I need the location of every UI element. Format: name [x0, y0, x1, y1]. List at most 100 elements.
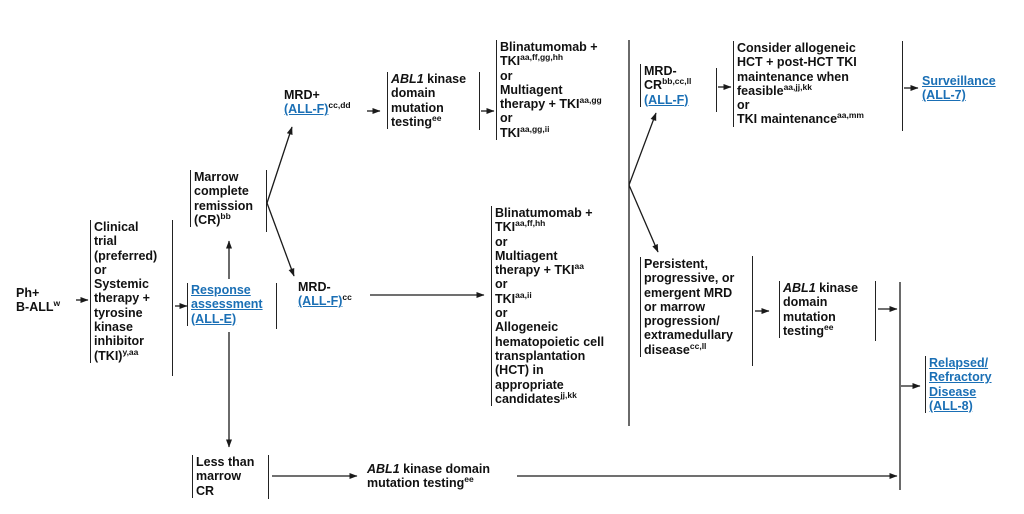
mrd-pos-link[interactable]: (ALL-F) — [284, 102, 329, 117]
footnote-ref: w — [53, 298, 61, 309]
node-ph-b-all: Ph+ B-ALLw — [16, 286, 60, 315]
induction-line: (preferred) — [94, 248, 158, 263]
therapy-line: TKI — [495, 220, 516, 235]
induction-line: kinase — [94, 320, 133, 335]
footnote-ref: ee — [823, 321, 834, 332]
node-consider-allogeneic-hct: Consider allogeneic HCT + post-HCT TKI m… — [733, 41, 864, 127]
therapy-line: hematopoietic cell — [495, 334, 605, 349]
or-label: or — [737, 98, 750, 113]
footnote-ref: bb — [220, 210, 231, 221]
or-label: or — [495, 306, 508, 321]
node-therapy-mrd-positive: Blinatumomab + TKIaa,ff,gg,hh or Multiag… — [496, 40, 602, 141]
node-persistent-progressive-disease: Persistent, progressive, or emergent MRD… — [640, 257, 735, 358]
therapy-line: Multiagent — [500, 82, 563, 97]
induction-line: Clinical — [94, 220, 139, 234]
bracket-right — [479, 72, 480, 130]
abl1-text: kinase — [423, 72, 467, 86]
arrow-to-mrd-neg-cr — [628, 112, 657, 186]
mrd-neg-label: MRD- — [298, 280, 331, 294]
therapy-line: TKI — [500, 54, 521, 69]
node-relapsed-refractory[interactable]: Relapsed/ Refractory Disease (ALL-8) — [925, 356, 992, 414]
abl1-text: mutation — [391, 100, 444, 115]
persistent-line: disease — [644, 342, 690, 357]
relapsed-link[interactable]: Disease — [929, 384, 977, 399]
abl1-text: domain — [783, 295, 828, 310]
bracket-right — [268, 455, 269, 499]
or-label: or — [500, 68, 513, 83]
gene-name: ABL1 — [391, 72, 424, 86]
footnote-ref: aa,ii — [515, 289, 532, 300]
consider-line: TKI maintenance — [737, 112, 838, 127]
response-link[interactable]: assessment — [191, 297, 263, 312]
footnote-ref: cc,ll — [689, 340, 707, 351]
therapy-line: therapy + TKI — [495, 263, 575, 278]
therapy-line: Multiagent — [495, 248, 558, 263]
less-than-cr-line: Less than — [196, 455, 255, 469]
induction-line: therapy + — [94, 291, 150, 306]
bracket-right — [716, 68, 717, 112]
footnote-ref: ee — [464, 474, 474, 485]
abl1-text: testing — [391, 114, 432, 129]
less-than-cr-line: marrow — [196, 469, 242, 484]
node-marrow-complete-remission: Marrow complete remission (CR)bb — [190, 170, 253, 228]
gene-name: ABL1 — [783, 281, 816, 295]
bracket-right — [266, 170, 267, 232]
node-induction-therapy: Clinical trial (preferred) or Systemic t… — [90, 220, 157, 363]
surveillance-link[interactable]: Surveillance — [922, 74, 996, 88]
persistent-line: progressive, or — [644, 271, 735, 286]
persistent-line: Persistent, — [644, 257, 708, 271]
footnote-ref: bb,cc,ll — [662, 76, 692, 87]
therapy-line: appropriate — [495, 377, 564, 392]
node-response-assessment[interactable]: Response assessment (ALL-E) — [187, 283, 263, 326]
footnote-ref: cc — [342, 292, 352, 303]
relapsed-link[interactable]: Relapsed/ — [929, 356, 989, 370]
mrd-neg-link[interactable]: (ALL-F) — [298, 294, 343, 309]
consider-line: Consider allogeneic — [737, 41, 856, 55]
induction-line: Systemic — [94, 277, 149, 292]
induction-line: (TKI) — [94, 348, 123, 363]
footnote-ref: aa,mm — [837, 110, 864, 121]
abl1-text: mutation — [783, 309, 836, 324]
abl1-text: domain — [391, 86, 436, 101]
node-abl1-testing-bottom: ABL1 kinase domain mutation testingee — [367, 462, 490, 491]
persistent-line: progression/ — [644, 314, 720, 329]
relapsed-link[interactable]: (ALL-8) — [929, 398, 973, 413]
bracket-right — [902, 41, 903, 131]
therapy-line: TKI — [495, 291, 516, 306]
node-therapy-mrd-negative: Blinatumomab + TKIaa,ff,hh or Multiagent… — [491, 206, 605, 407]
induction-line: tyrosine — [94, 305, 143, 320]
consider-line: HCT + post-HCT TKI — [737, 55, 857, 70]
persistent-line: extramedullary — [644, 328, 733, 343]
node-mrd-negative: MRD- (ALL-F)cc — [298, 280, 352, 309]
abl1-text: testing — [783, 323, 824, 338]
footnote-ref: y,aa — [122, 346, 139, 357]
response-link[interactable]: (ALL-E) — [191, 311, 237, 326]
surveillance-link[interactable]: (ALL-7) — [922, 88, 966, 103]
therapy-line: Blinatumomab + — [495, 206, 593, 220]
abl1-text: kinase domain — [399, 462, 490, 476]
arrow-marrow-cr-to-mrd-pos — [266, 126, 293, 204]
persistent-line: emergent MRD — [644, 285, 733, 300]
abl1-text: kinase — [815, 281, 859, 295]
footnote-ref: aa,jj,kk — [783, 81, 812, 92]
response-link[interactable]: Response — [191, 283, 251, 297]
node-surveillance[interactable]: Surveillance (ALL-7) — [922, 74, 996, 103]
mrd-neg-cr-line: CR — [644, 78, 663, 93]
therapy-line: TKI — [500, 125, 521, 140]
induction-line: trial — [94, 234, 117, 249]
consider-line: feasible — [737, 83, 784, 98]
therapy-line: Allogeneic — [495, 320, 559, 335]
bracket-right — [752, 256, 753, 366]
therapy-line: therapy + TKI — [500, 97, 580, 112]
marrow-cr-line: complete — [194, 184, 249, 199]
therapy-line: (HCT) in — [495, 363, 544, 378]
start-line1: Ph+ — [16, 286, 40, 300]
relapsed-link[interactable]: Refractory — [929, 370, 992, 385]
node-abl1-testing-top: ABL1 kinase domain mutation testingee — [387, 72, 467, 130]
mrd-neg-cr-line: MRD- — [644, 64, 677, 78]
bracket-right — [875, 281, 876, 341]
mrd-neg-cr-link[interactable]: (ALL-F) — [644, 92, 689, 107]
node-mrd-positive: MRD+ (ALL-F)cc,dd — [284, 88, 351, 117]
footnote-ref: cc,dd — [328, 100, 351, 111]
